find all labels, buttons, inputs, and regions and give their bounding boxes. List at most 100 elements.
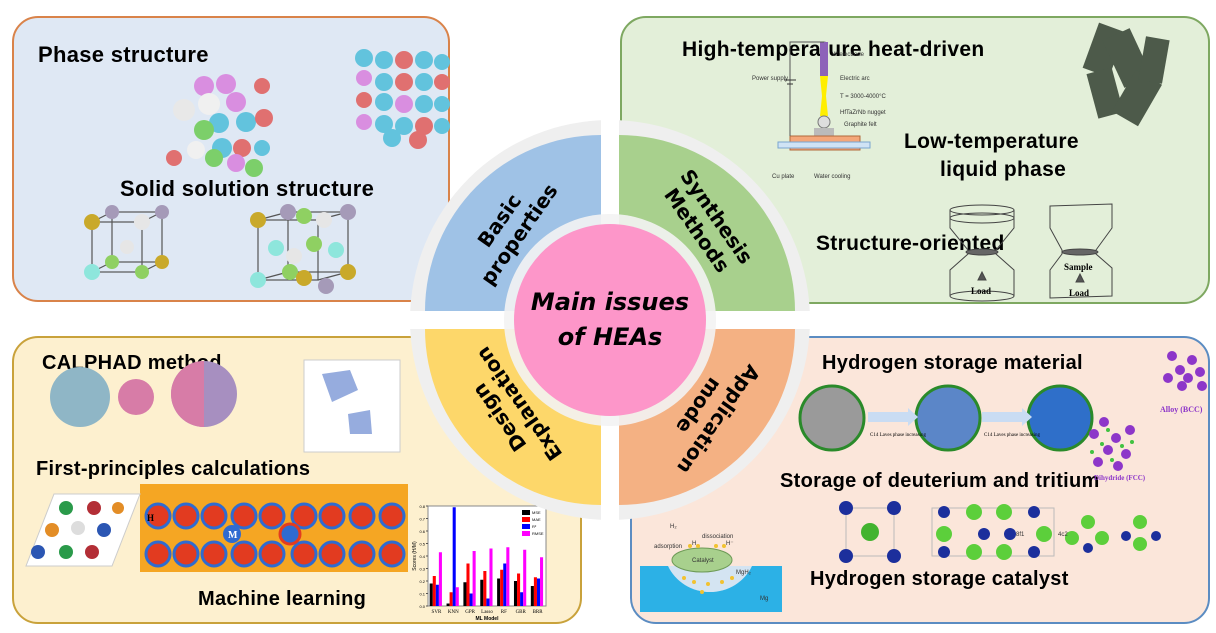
disordered-cluster-image <box>166 74 273 177</box>
bar-Lasso-MSE <box>480 579 484 606</box>
svg-text:adsorption: adsorption <box>654 544 682 550</box>
fcc-dihydride-atoms <box>1089 417 1135 471</box>
svg-text:8f1: 8f1 <box>1016 532 1025 538</box>
y-tick-label: 0.2 <box>419 579 425 584</box>
bar-BRR-RMSE <box>540 557 544 606</box>
bar-GPR-R² <box>469 593 473 606</box>
bar-GPR-RMSE <box>472 551 476 606</box>
basic-properties-panel: Phase structure Solid solution structure <box>12 16 450 302</box>
solid-solution-heading: Solid solution structure <box>120 176 375 201</box>
y-tick-label: 0.7 <box>419 517 425 522</box>
x-tick-label: SVR <box>432 610 442 615</box>
center-circle <box>514 224 706 416</box>
bar-KNN-R² <box>452 507 456 606</box>
legend-swatch <box>522 531 530 536</box>
bar-GBR-MAE <box>517 573 521 606</box>
catalyst-heading: Hydrogen storage catalyst <box>810 568 1069 590</box>
bar-SVR-R² <box>435 584 439 606</box>
fcc-atoms <box>250 204 356 294</box>
svg-text:W electrode: W electrode <box>832 52 865 58</box>
svg-text:T = 3000-4000°C: T = 3000-4000°C <box>840 94 886 100</box>
svg-text:Graphite felt: Graphite felt <box>844 122 877 128</box>
map-label-m: M <box>228 530 238 541</box>
center-title-line2: of HEAs <box>558 323 663 351</box>
svg-text:Power supply: Power supply <box>752 76 788 82</box>
atom-illustrations <box>84 49 450 294</box>
load-label-2: Load <box>1069 288 1089 298</box>
laves-phase-sequence <box>798 384 1094 452</box>
map-label-h: H <box>147 513 154 523</box>
svg-text:H₂: H₂ <box>670 524 677 530</box>
dihydride-fcc-label: Dihydride (FCC) <box>1094 474 1146 482</box>
bar-BRR-MSE <box>530 586 534 606</box>
bar-Lasso-MAE <box>483 571 487 606</box>
bar-Lasso-R² <box>486 598 490 606</box>
x-tick-label: BRR <box>533 610 544 615</box>
x-tick-label: GPR <box>465 610 475 615</box>
x-axis-label: ML Model <box>476 616 500 622</box>
svg-text:Water cooling: Water cooling <box>814 174 850 180</box>
bar-SVR-MAE <box>432 576 436 606</box>
legend-label: MSE <box>532 510 541 515</box>
bar-RF-RMSE <box>506 547 510 606</box>
x-tick-label: RF <box>501 610 507 615</box>
pressure-cell-diagram <box>949 203 1113 302</box>
svg-text:dissociation: dissociation <box>702 534 733 540</box>
bar-KNN-RMSE <box>455 587 459 606</box>
catalyst-diagram <box>640 544 782 612</box>
svg-text:H⁻: H⁻ <box>726 541 734 547</box>
svg-text:C14 Laves phase increasing: C14 Laves phase increasing <box>870 433 926 438</box>
bar-KNN-MSE <box>446 603 450 606</box>
center-title-line1: Main issues <box>531 288 689 316</box>
svg-text:MgH₂: MgH₂ <box>736 570 752 576</box>
bcc-atoms <box>84 205 169 280</box>
bar-SVR-MSE <box>429 583 433 606</box>
bcc-alloy-atoms <box>1163 351 1207 391</box>
bar-GPR-MAE <box>466 563 470 606</box>
legend-label: R² <box>532 524 537 529</box>
legend-label: RMSE <box>532 531 544 536</box>
x-tick-label: Lasso <box>481 610 493 615</box>
bar-SVR-RMSE <box>438 552 442 606</box>
svg-text:Cu plate: Cu plate <box>772 174 795 180</box>
svg-text:C14 Laves phase increasing: C14 Laves phase increasing <box>984 433 1040 438</box>
application-illustrations: C14 Laves phase increasing C14 Laves pha… <box>640 351 1207 612</box>
alloy-bcc-label: Alloy (BCC) <box>1160 405 1203 414</box>
bar-BRR-R² <box>536 578 541 606</box>
high-temp-heading: High-temperature heat-driven <box>682 38 985 61</box>
svg-text:Catalyst: Catalyst <box>692 558 714 564</box>
hydrogen-storage-material-heading: Hydrogen storage material <box>822 352 1083 374</box>
ordered-lattice-image <box>355 49 450 149</box>
legend-swatch <box>522 510 530 515</box>
legend-label: MAE <box>532 517 541 522</box>
bar-GBR-MSE <box>513 581 518 606</box>
deuterium-tritium-heading: Storage of deuterium and tritium <box>780 470 1100 492</box>
x-tick-label: GBR <box>516 610 527 615</box>
bar-GBR-R² <box>520 592 524 606</box>
y-tick-label: 0.4 <box>419 554 425 559</box>
svg-text:H: H <box>692 541 696 547</box>
svg-text:HfTaZrNb nugget: HfTaZrNb nugget <box>840 110 886 116</box>
contour-circles <box>144 502 406 568</box>
bar-RF-MAE <box>500 569 504 606</box>
svg-text:Electric arc: Electric arc <box>840 76 870 82</box>
synthesis-illustrations: W electrode Electric arc T = 3000-4000°C… <box>752 22 1170 302</box>
arc-melting-diagram: W electrode Electric arc T = 3000-4000°C… <box>752 41 886 180</box>
catalyst-crystal-structures <box>839 501 1161 563</box>
y-tick-label: 0.0 <box>419 604 425 609</box>
bar-RF-MSE <box>497 578 501 606</box>
calphad-sim-1 <box>50 367 110 427</box>
y-tick-label: 0.3 <box>419 567 425 572</box>
x-tick-label: KNN <box>448 610 459 615</box>
bar-BRR-MAE <box>533 577 537 606</box>
low-temp-heading-line1: Low-temperature <box>904 130 1079 153</box>
bar-Lasso-RMSE <box>489 548 493 606</box>
y-tick-label: 0.6 <box>419 529 425 534</box>
calphad-sim-2 <box>118 379 154 415</box>
design-illustrations: M H <box>25 359 408 572</box>
bar-RF-R² <box>503 563 507 606</box>
phase-structure-heading: Phase structure <box>38 42 209 67</box>
bar-KNN-MAE <box>449 592 453 606</box>
